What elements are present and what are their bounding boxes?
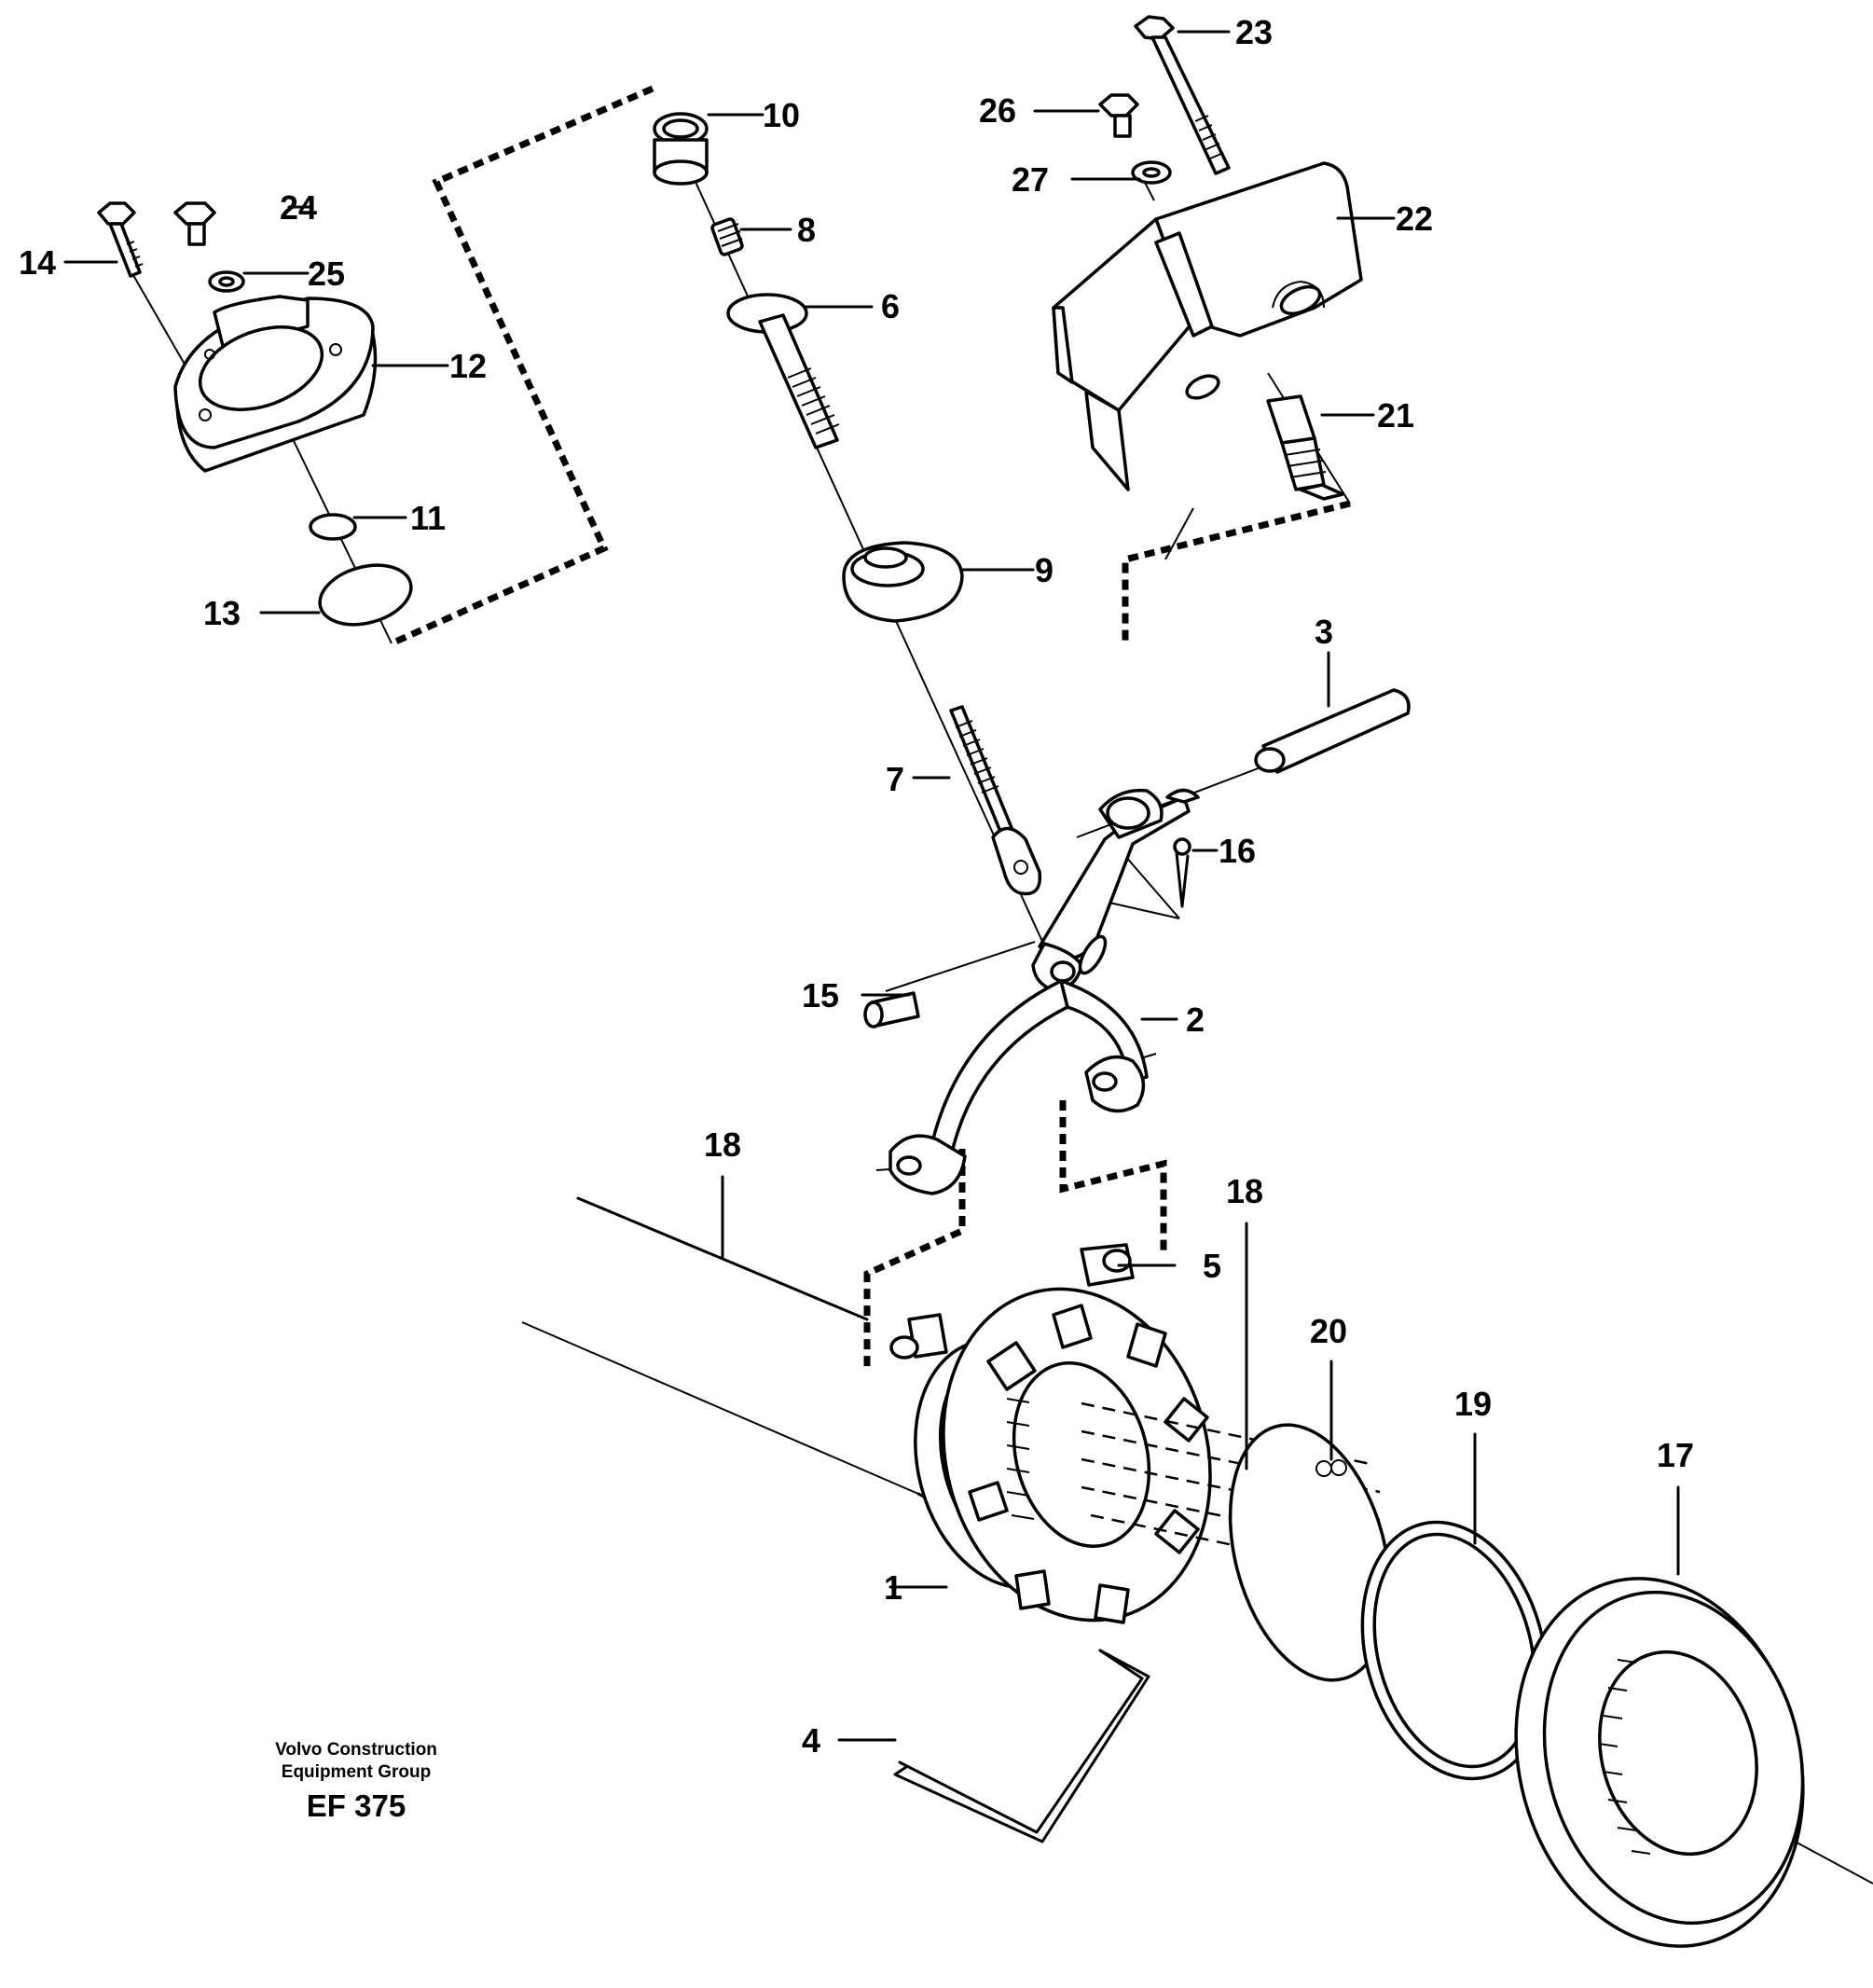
label-24: 24 [280, 188, 317, 227]
label-22: 22 [1396, 200, 1433, 238]
label-10: 10 [763, 96, 800, 134]
assembly-dashed-paths [390, 85, 1351, 1369]
cover-12 [173, 295, 378, 473]
label-7: 7 [886, 760, 904, 798]
label-9: 9 [1035, 551, 1054, 589]
drawing-code: EF 375 [307, 1788, 406, 1823]
washer-25 [208, 270, 245, 293]
label-15: 15 [802, 976, 839, 1015]
rod-7 [949, 705, 1042, 896]
caption-line-2: Equipment Group [282, 1762, 431, 1782]
label-11: 11 [410, 499, 446, 537]
circlip-20 [1228, 1423, 1392, 1682]
pin-15 [863, 991, 920, 1029]
part-labels: 10 8 6 9 7 23 26 27 22 21 3 16 2 15 5 1 … [19, 13, 1694, 1760]
label-25: 25 [308, 255, 345, 293]
cotter-16 [1173, 837, 1191, 908]
bolt-24 [173, 201, 216, 246]
bolt-23 [1134, 15, 1231, 175]
label-21: 21 [1377, 396, 1414, 435]
label-14: 14 [19, 243, 56, 282]
bolt-26 [1098, 93, 1139, 138]
pin-3 [1254, 688, 1411, 774]
shaft-18 [576, 1196, 934, 1503]
label-12: 12 [449, 347, 487, 385]
bolt-14 [97, 201, 144, 278]
label-20: 20 [1310, 1312, 1347, 1350]
label-1: 1 [884, 1568, 902, 1607]
label-18-upper: 18 [704, 1125, 741, 1164]
label-4: 4 [802, 1721, 820, 1760]
synchro-hub-1 [914, 1287, 1212, 1624]
o-ring-13 [318, 563, 413, 627]
pad-18 [889, 1313, 948, 1360]
o-ring-11 [309, 513, 357, 541]
bracket-22 [1052, 161, 1363, 491]
diaphragm-9 [842, 541, 964, 623]
plunger-6 [726, 293, 840, 449]
spring-wire-4 [893, 1649, 1150, 1843]
label-8: 8 [797, 211, 816, 249]
label-27: 27 [1012, 160, 1049, 199]
label-3: 3 [1315, 613, 1333, 651]
label-6: 6 [881, 287, 900, 325]
label-2: 2 [1186, 1001, 1205, 1039]
sensor-21 [1266, 394, 1344, 501]
label-16: 16 [1219, 832, 1256, 870]
label-19: 19 [1454, 1385, 1492, 1423]
ring-19 [1360, 1520, 1549, 1781]
label-18-lower: 18 [1226, 1172, 1263, 1210]
caption: Volvo Construction Equipment Group EF 37… [275, 1740, 437, 1823]
label-26: 26 [979, 91, 1016, 130]
sleeve-17 [1514, 1577, 1805, 1948]
label-17: 17 [1657, 1436, 1694, 1474]
caption-line-1: Volvo Construction [275, 1740, 437, 1760]
leader-lines [63, 30, 1680, 1742]
shift-fork-2 [888, 788, 1200, 1195]
label-5: 5 [1203, 1247, 1221, 1285]
label-13: 13 [203, 594, 241, 632]
washer-27 [1131, 160, 1172, 185]
label-23: 23 [1235, 13, 1273, 51]
cap-10 [653, 112, 709, 186]
nut-8 [710, 217, 744, 256]
